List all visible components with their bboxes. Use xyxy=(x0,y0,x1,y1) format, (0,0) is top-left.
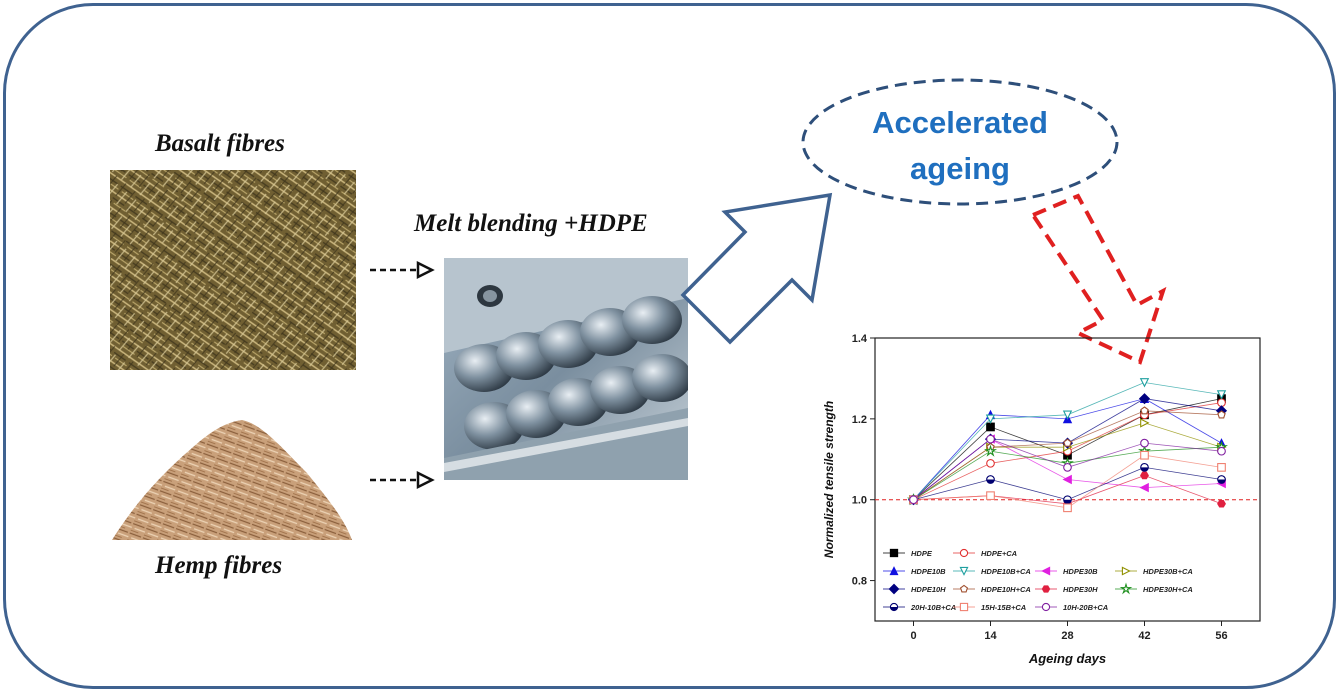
legend-entry: HDPE30H xyxy=(1035,585,1098,594)
basalt-fibres-image xyxy=(110,170,356,370)
data-point xyxy=(1140,406,1149,415)
y-tick-label: 0.8 xyxy=(852,576,867,588)
data-point xyxy=(1140,438,1149,448)
data-point xyxy=(1217,499,1226,508)
dashed-arrow-hemp xyxy=(370,470,435,490)
x-tick-label: 56 xyxy=(1215,630,1227,642)
legend-marker xyxy=(1041,602,1051,612)
legend-marker xyxy=(959,584,969,593)
legend-label: 10H-20B+CA xyxy=(1063,603,1108,612)
legend-entry: HDPE10H xyxy=(883,583,946,595)
accelerated-text-line2: ageing xyxy=(910,151,1010,186)
y-tick-label: 1.4 xyxy=(852,333,868,345)
data-point xyxy=(1138,393,1151,405)
data-point xyxy=(986,491,995,501)
legend-marker xyxy=(1041,566,1051,576)
legend-marker xyxy=(889,566,899,576)
legend-entry: HDPE10H+CA xyxy=(953,584,1031,594)
series-3 xyxy=(908,378,1227,505)
legend-label: HDPE10H+CA xyxy=(981,585,1031,594)
legend-entry: HDPE xyxy=(883,548,933,558)
basalt-label: Basalt fibres xyxy=(155,130,285,157)
legend-entry: HDPE30B+CA xyxy=(1115,566,1193,576)
data-point xyxy=(1063,438,1072,447)
data-point xyxy=(1062,410,1073,420)
data-point-fill xyxy=(1063,499,1072,504)
data-point-fill xyxy=(986,479,995,484)
hemp-label: Hemp fibres xyxy=(155,552,283,579)
accelerated-ageing-ellipse xyxy=(801,78,1119,206)
data-point xyxy=(1062,474,1072,485)
legend-marker xyxy=(959,566,969,576)
accelerated-text-line1: Accelerated xyxy=(872,105,1048,140)
x-tick-label: 0 xyxy=(910,630,916,642)
legend-entry: HDPE30H+CA xyxy=(1115,582,1193,595)
data-point xyxy=(986,434,995,444)
data-point xyxy=(986,458,995,468)
legend-entry: HDPE+CA xyxy=(953,548,1017,558)
data-point xyxy=(1217,446,1226,456)
legend-marker-fill xyxy=(890,607,898,611)
y-tick-label: 1.0 xyxy=(852,495,867,507)
legend-marker xyxy=(1119,582,1133,595)
data-point xyxy=(1063,463,1072,472)
legend-entry: 15H-15B+CA xyxy=(953,602,1026,612)
legend-label: HDPE10B+CA xyxy=(981,567,1031,576)
data-point xyxy=(1216,390,1227,400)
data-point xyxy=(1063,503,1072,513)
data-point-fill xyxy=(1217,479,1226,484)
legend-entry: HDPE10B+CA xyxy=(953,566,1031,576)
legend-marker xyxy=(1041,585,1051,593)
legend-label: HDPE10H xyxy=(911,585,946,594)
legend-entry: HDPE30B xyxy=(1035,566,1098,576)
data-point xyxy=(986,422,995,432)
data-point xyxy=(1140,450,1149,460)
series-line xyxy=(913,466,1222,501)
legend-label: HDPE+CA xyxy=(981,549,1017,558)
big-hollow-arrow xyxy=(680,192,833,345)
legend-marker xyxy=(1121,566,1131,576)
red-dashed-arrow xyxy=(1029,193,1167,365)
legend-label: HDPE30H xyxy=(1063,585,1098,594)
x-tick-label: 14 xyxy=(984,630,997,642)
legend-entry: 10H-20B+CA xyxy=(1035,602,1108,612)
legend-label: 20H-10B+CA xyxy=(910,603,956,612)
data-point xyxy=(984,444,997,457)
legend-label: HDPE xyxy=(911,549,933,558)
y-axis-label: Normalized tensile strength xyxy=(822,401,836,558)
data-point-fill xyxy=(1140,467,1149,472)
legend-marker xyxy=(889,548,899,558)
x-tick-label: 42 xyxy=(1138,630,1150,642)
series-12 xyxy=(909,434,1226,505)
melt-blending-label: Melt blending +HDPE xyxy=(414,210,648,237)
legend-entry: 20H-10B+CA xyxy=(883,602,956,612)
data-point xyxy=(1139,482,1149,493)
accelerated-ageing-text: Accelerated ageing xyxy=(820,100,1100,192)
legend-marker xyxy=(959,548,969,558)
data-point xyxy=(985,414,996,424)
dashed-arrow-basalt xyxy=(370,260,435,280)
legend-marker xyxy=(959,602,969,612)
data-point xyxy=(1139,378,1150,388)
legend-label: HDPE30B xyxy=(1063,567,1098,576)
hemp-fibres-image xyxy=(112,420,352,540)
legend-label: HDPE30B+CA xyxy=(1143,567,1193,576)
legend-label: HDPE10B xyxy=(911,567,946,576)
data-point xyxy=(909,495,918,505)
twin-screw-extruder-image xyxy=(444,258,688,480)
x-tick-label: 28 xyxy=(1061,630,1073,642)
data-point xyxy=(1140,418,1150,428)
y-tick-label: 1.2 xyxy=(852,414,867,426)
legend-label: 15H-15B+CA xyxy=(981,603,1026,612)
data-point xyxy=(1217,463,1226,472)
legend-marker xyxy=(888,583,900,595)
x-axis-label: Ageing days xyxy=(1028,651,1106,666)
data-point xyxy=(1217,410,1226,419)
legend-label: HDPE30H+CA xyxy=(1143,585,1193,594)
legend-entry: HDPE10B xyxy=(883,566,946,576)
data-point xyxy=(1140,471,1149,480)
